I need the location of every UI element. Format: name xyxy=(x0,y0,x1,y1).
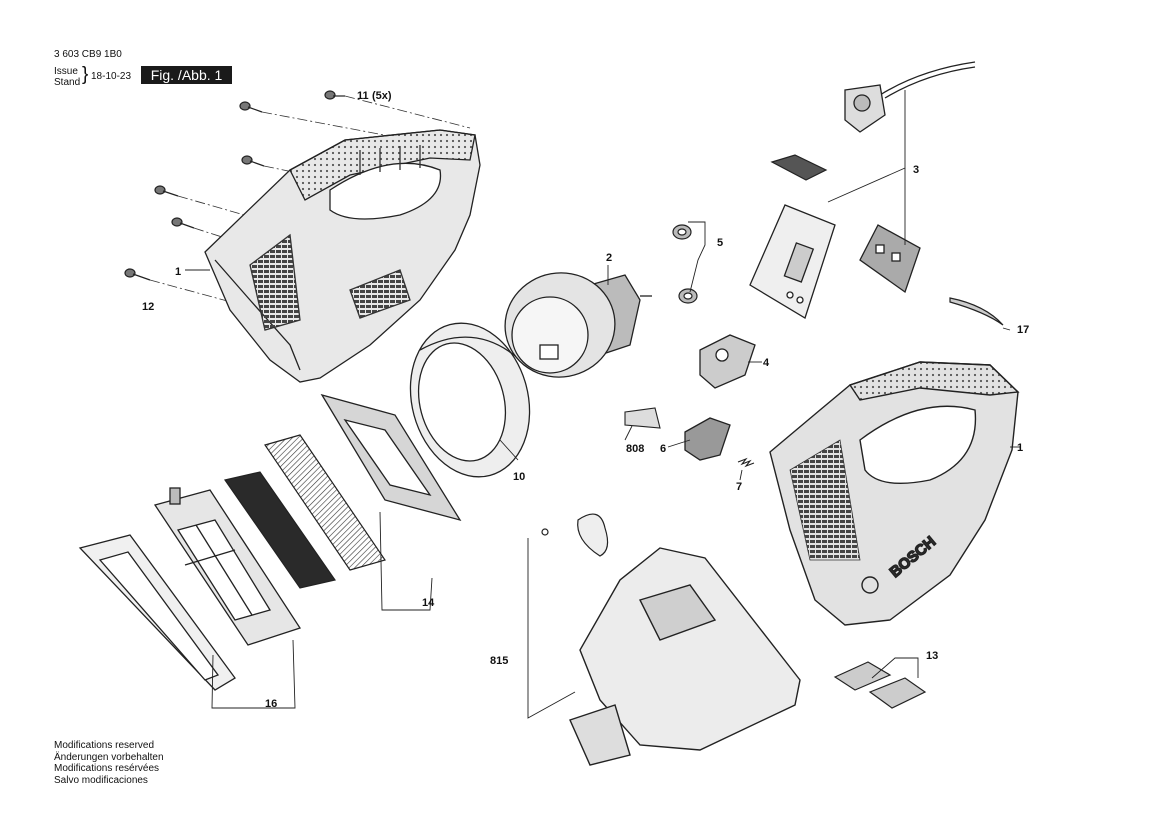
filter-mesh xyxy=(224,471,336,589)
issue-date: 18-10-23 xyxy=(91,71,132,82)
callout-2: 2 xyxy=(606,252,612,264)
circuit-board xyxy=(749,204,836,319)
callout-815: 815 xyxy=(490,655,508,667)
battery-contacts xyxy=(859,224,921,294)
figure-label: Fig. /Abb. 1 xyxy=(141,66,232,84)
callout-5: 5 xyxy=(717,237,723,249)
label-808 xyxy=(624,407,661,429)
footer-line: Modifications reserved xyxy=(54,740,155,751)
cover-flap xyxy=(541,513,609,557)
footer-line: Salvo modificaciones xyxy=(54,774,148,786)
motor-2 xyxy=(504,272,652,378)
footer-line: Änderungen vorbehalten xyxy=(54,751,164,763)
callout-3: 3 xyxy=(913,164,919,176)
callout-labels: 1 2 3 4 5 6 7 10 11 (5x) 12 13 14 16 17 … xyxy=(142,90,1029,710)
screw-11 xyxy=(154,90,345,229)
nozzle-815 xyxy=(569,547,801,766)
callout-1-right: 1 xyxy=(1017,442,1023,454)
callout-13: 13 xyxy=(926,650,938,662)
stand-label: Stand xyxy=(54,77,81,88)
callout-12: 12 xyxy=(142,301,154,313)
callout-6: 6 xyxy=(660,443,666,455)
filter-frame-14 xyxy=(320,393,462,522)
filter-gasket-16 xyxy=(78,534,236,691)
document-number: 3 603 CB9 1B0 xyxy=(54,49,122,60)
switch-slider xyxy=(770,154,828,181)
callout-11-qty: (5x) xyxy=(372,90,392,102)
callout-14: 14 xyxy=(422,597,435,609)
callout-1-left: 1 xyxy=(175,266,181,278)
pleated-filter xyxy=(264,434,386,571)
callout-10: 10 xyxy=(513,471,525,483)
footer-notice: Modifications reserved Änderungen vorbeh… xyxy=(54,740,164,786)
pads-13 xyxy=(833,661,927,709)
screw-12 xyxy=(124,268,151,281)
callout-11: 11 xyxy=(357,90,369,102)
bumper-5 xyxy=(672,224,698,304)
left-housing-shell xyxy=(204,129,481,383)
footer-line: Modifications resérvées xyxy=(54,763,160,774)
callout-lines xyxy=(185,90,1020,719)
callout-16: 16 xyxy=(265,698,277,710)
callout-808: 808 xyxy=(626,443,644,455)
issue-label: Issue xyxy=(54,66,78,77)
right-housing: BOSCH xyxy=(769,361,1020,626)
latch-6 xyxy=(684,417,731,461)
switch-cable-3 xyxy=(844,61,976,133)
seal-17 xyxy=(949,297,1004,326)
callout-7: 7 xyxy=(736,481,742,493)
filter-cage-16 xyxy=(153,487,302,646)
filter-ring-10 xyxy=(409,322,531,478)
callout-17: 17 xyxy=(1017,324,1029,336)
callout-4: 4 xyxy=(763,357,770,369)
spring-7 xyxy=(737,457,755,468)
brace: } xyxy=(82,64,89,85)
release-button-4 xyxy=(699,334,756,389)
